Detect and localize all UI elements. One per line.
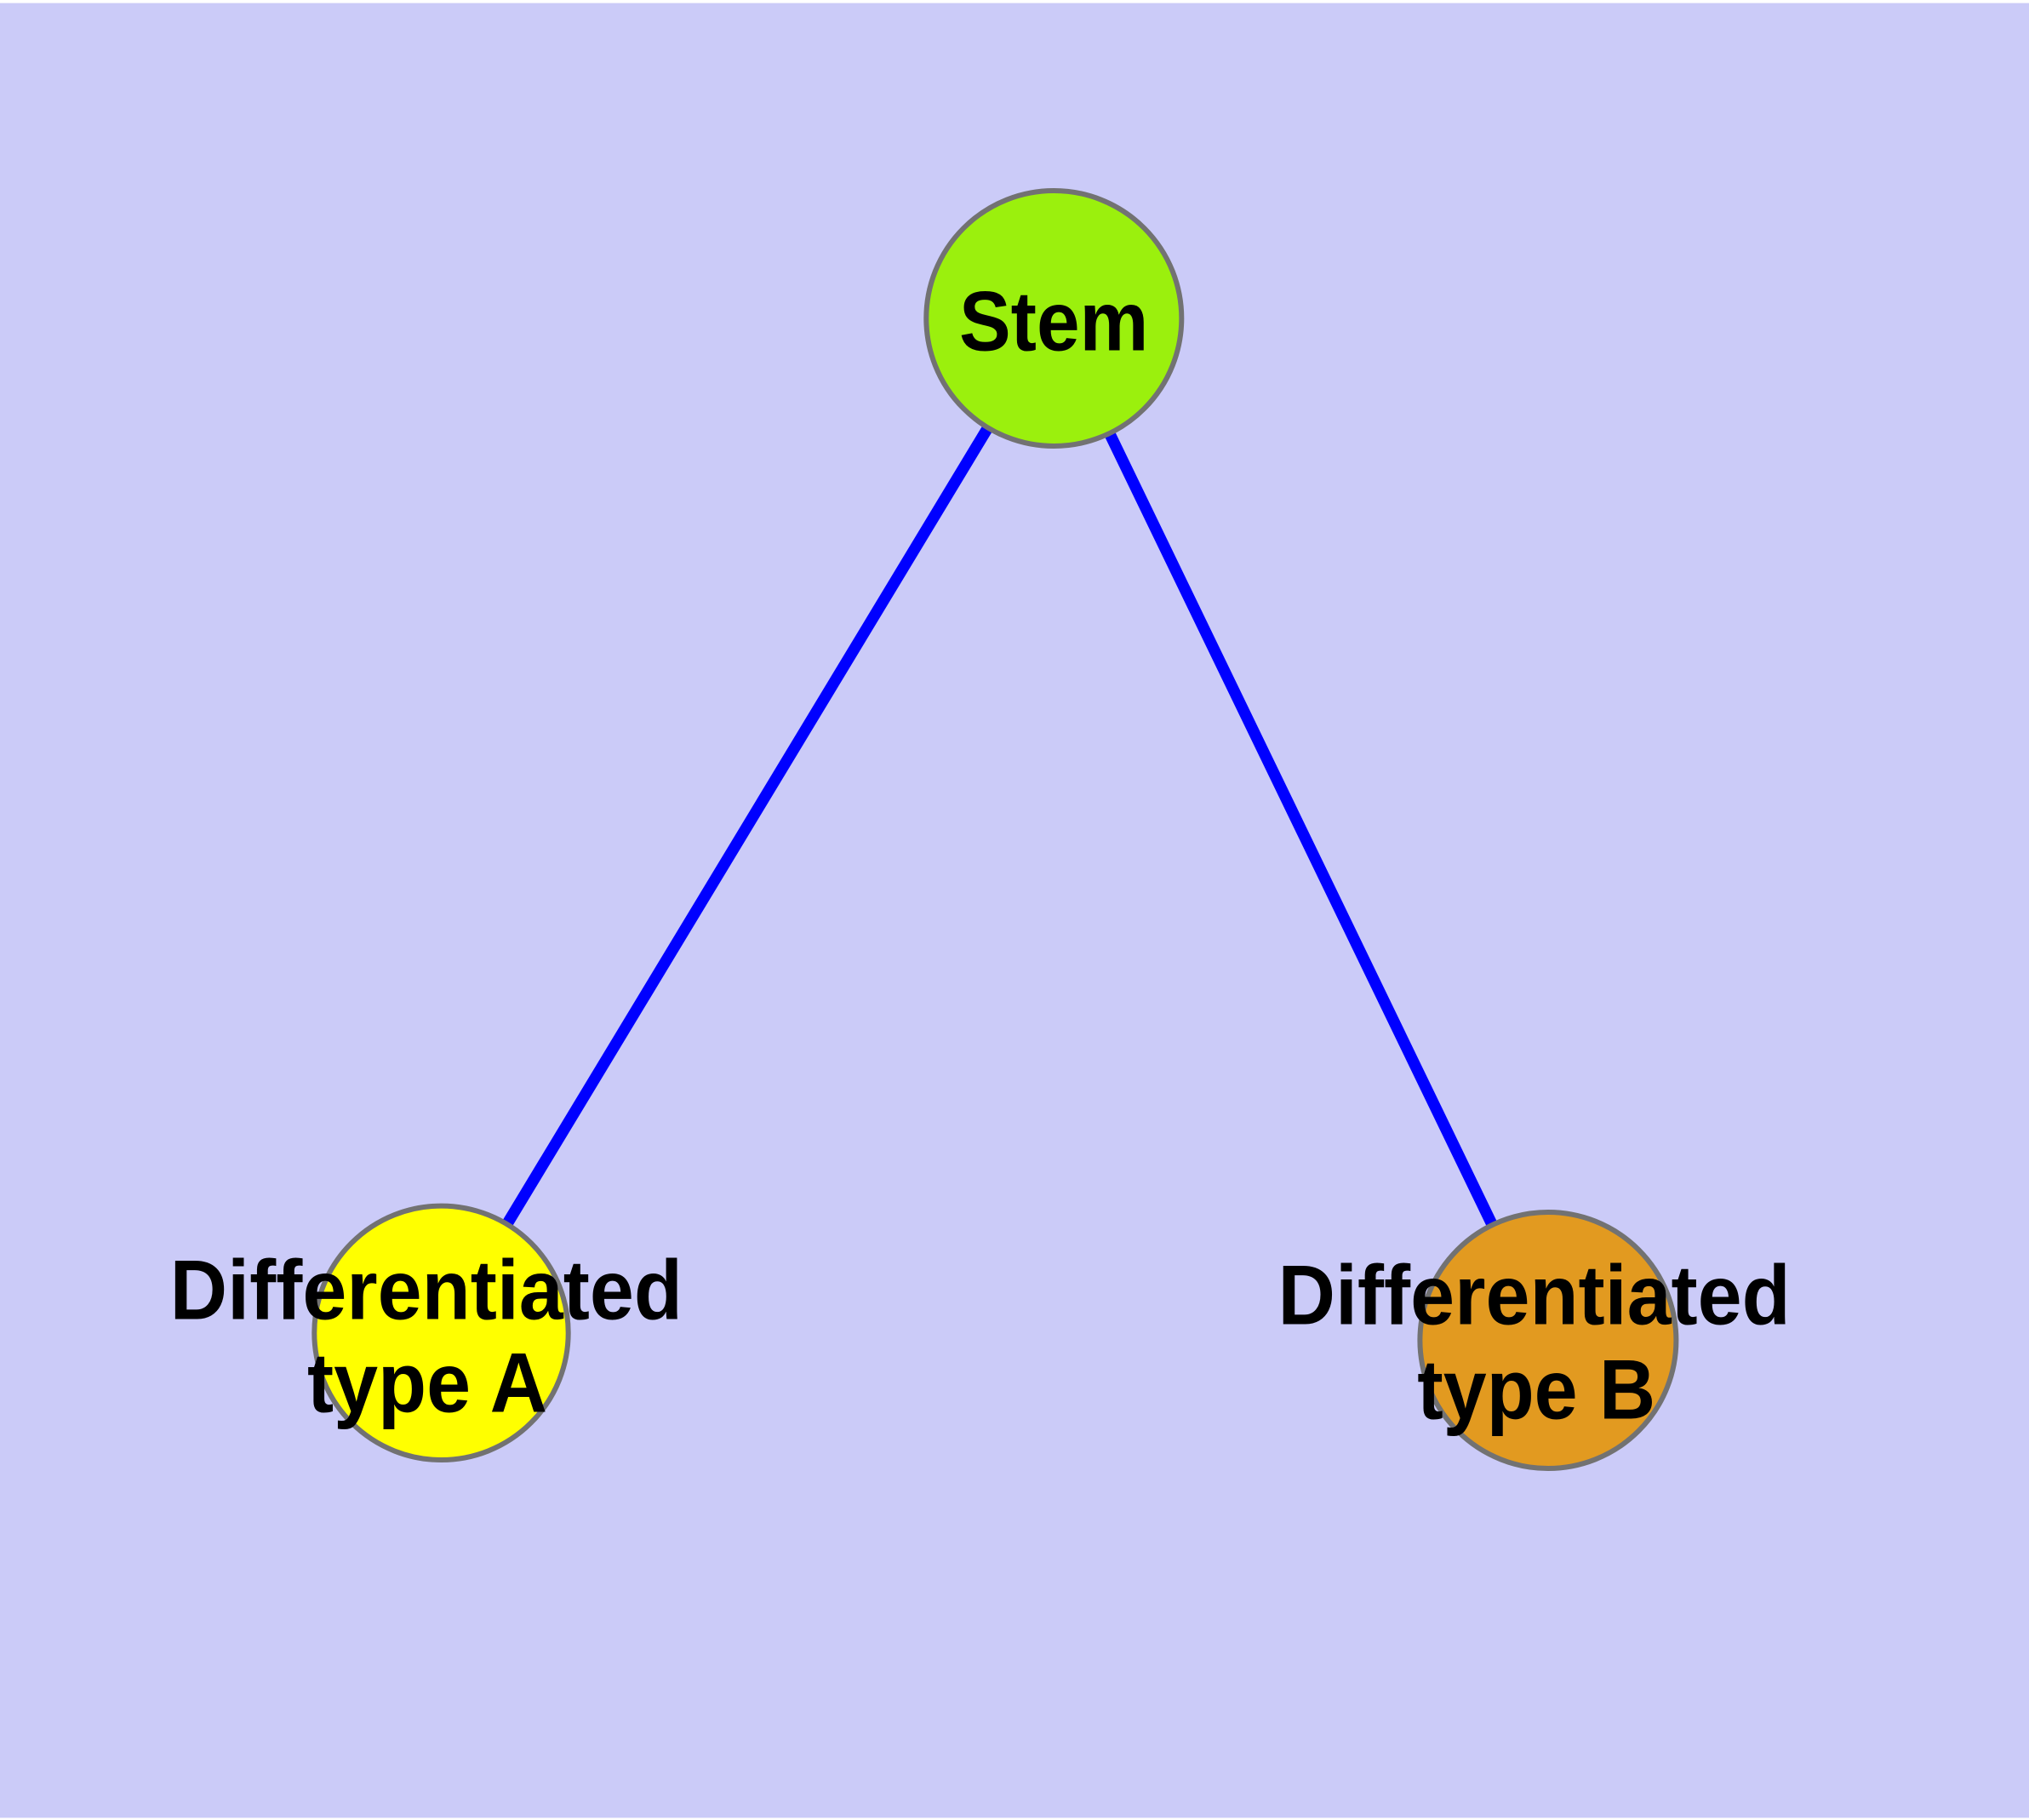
svg-text:Differentiated: Differentiated (1277, 1249, 1790, 1342)
svg-text:type A: type A (307, 1336, 547, 1430)
svg-text:Differentiated: Differentiated (170, 1244, 683, 1337)
svg-text:type B: type B (1417, 1343, 1655, 1437)
svg-text:Stem: Stem (959, 275, 1148, 369)
